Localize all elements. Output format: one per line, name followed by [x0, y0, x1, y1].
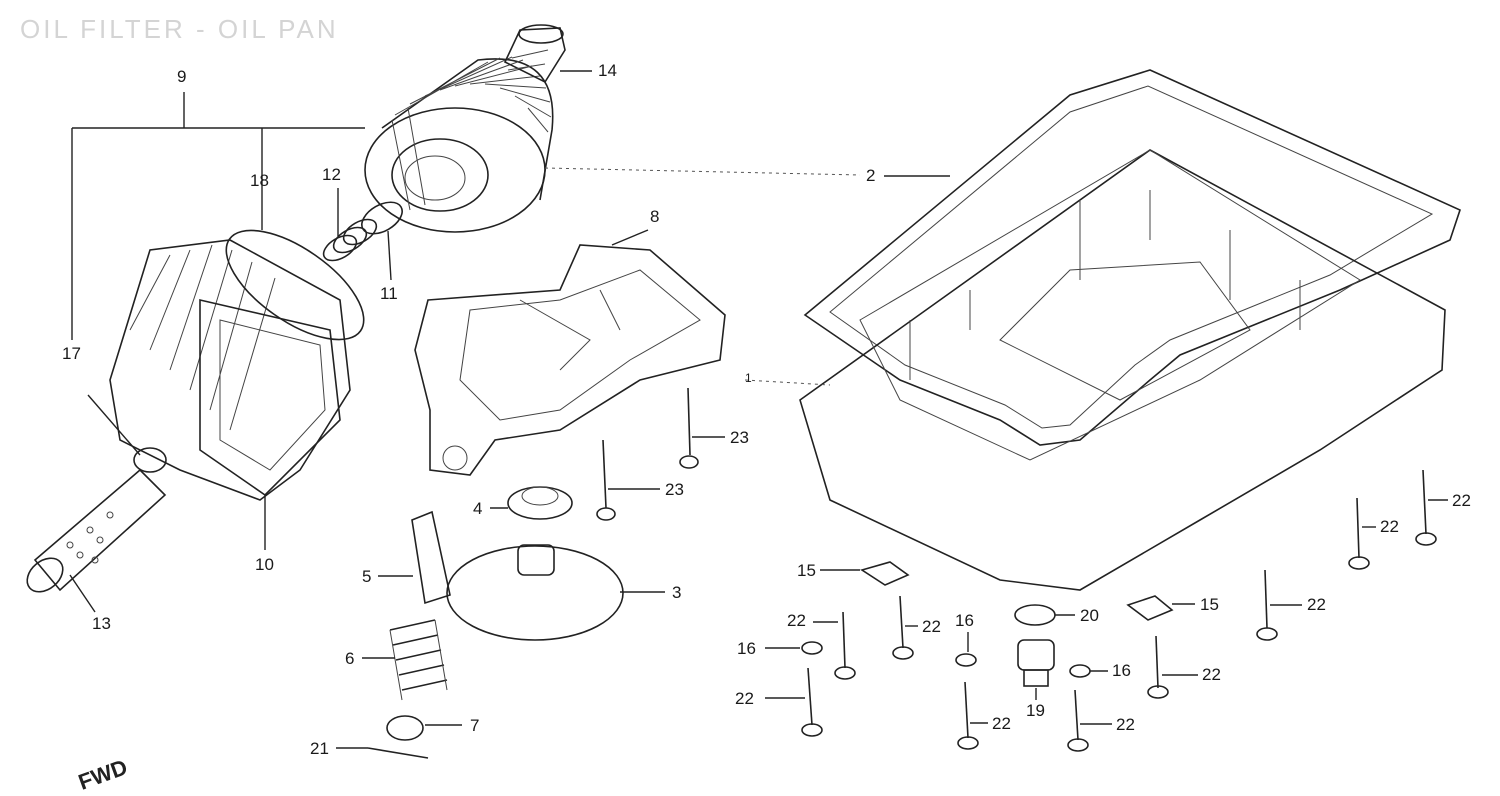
label-6: 6 [345, 649, 355, 668]
washer-20 [1014, 604, 1056, 626]
label-22e: 22 [1116, 715, 1135, 734]
label-10: 10 [255, 555, 274, 574]
oil-pan-gasket [803, 69, 1461, 446]
leader-lines [69, 70, 1448, 749]
label-16c: 16 [1112, 661, 1131, 680]
diagram-title: OIL FILTER - OIL PAN [20, 14, 339, 44]
label-23b: 23 [665, 480, 684, 499]
label-3: 3 [672, 583, 682, 602]
label-15b: 15 [1200, 595, 1219, 614]
clamp-15a [860, 561, 910, 586]
label-12: 12 [322, 165, 341, 184]
label-17: 17 [62, 344, 81, 363]
label-11: 11 [380, 284, 398, 303]
label-9: 9 [177, 67, 187, 86]
washer-16c [1069, 664, 1091, 678]
relief-spring-12 [322, 218, 378, 262]
label-1: 1 [745, 371, 752, 385]
clamp-15b [1126, 595, 1174, 621]
label-15a: 15 [797, 561, 816, 580]
label-19: 19 [1026, 701, 1045, 720]
label-21: 21 [310, 739, 329, 758]
bolt-23a [679, 387, 699, 469]
label-8: 8 [650, 207, 660, 226]
label-18: 18 [250, 171, 269, 190]
o-ring-17 [133, 447, 167, 473]
label-20: 20 [1080, 606, 1099, 625]
label-22c: 22 [735, 689, 754, 708]
filter-housing [109, 239, 351, 501]
washer-16a [801, 641, 823, 655]
label-16b: 16 [955, 611, 974, 630]
label-7: 7 [470, 716, 480, 735]
label-4: 4 [473, 499, 483, 518]
oil-filter-cartridge [364, 56, 554, 233]
label-5: 5 [362, 567, 372, 586]
label-16a: 16 [737, 639, 756, 658]
pin-21 [367, 747, 429, 759]
o-ring-11 [361, 201, 403, 235]
washer-7 [386, 715, 424, 741]
label-22f: 22 [1202, 665, 1221, 684]
label-22h: 22 [1380, 517, 1399, 536]
bolt-23b [596, 439, 616, 521]
label-13: 13 [92, 614, 111, 633]
pipe-5 [411, 510, 451, 605]
washer-16b [955, 653, 977, 667]
label-22i: 22 [1452, 491, 1471, 510]
drain-bolt-19 [1017, 639, 1055, 687]
seal-4 [507, 486, 573, 520]
oil-pan [799, 149, 1446, 591]
label-23a: 23 [730, 428, 749, 447]
spring-6 [389, 619, 448, 701]
label-14: 14 [598, 61, 617, 80]
o-ring-18 [225, 229, 365, 341]
label-22g: 22 [1307, 595, 1326, 614]
bolts-22 [801, 469, 1437, 752]
label-22a: 22 [787, 611, 806, 630]
filter-bolt-14 [503, 24, 566, 84]
filter-element-13 [26, 468, 167, 593]
label-22b: 22 [922, 617, 941, 636]
label-2: 2 [866, 166, 876, 185]
label-22d: 22 [992, 714, 1011, 733]
oil-pump-body [414, 244, 726, 476]
strainer-3 [446, 544, 624, 641]
